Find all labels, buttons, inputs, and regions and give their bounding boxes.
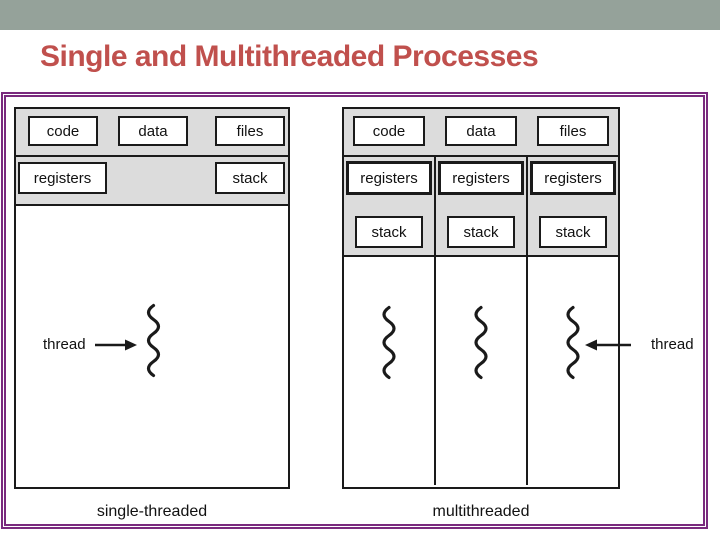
single-threaded-caption: single-threaded xyxy=(96,503,208,520)
thread-column-1: registers stack xyxy=(344,157,434,485)
thread-squiggle-icon xyxy=(566,305,580,380)
data-box: data xyxy=(445,116,517,146)
registers-box: registers xyxy=(346,161,432,195)
thread-squiggle-icon xyxy=(474,305,488,380)
left-arrow-icon xyxy=(585,339,631,351)
stack-box: stack xyxy=(447,216,515,248)
single-threaded-process-diagram: code data files registers stack xyxy=(14,107,290,489)
stack-box: stack xyxy=(539,216,607,248)
shared-resources-band: code data files xyxy=(16,109,288,157)
multithreaded-caption: multithreaded xyxy=(432,503,530,520)
thread-state-band: registers stack xyxy=(344,157,434,257)
stack-box: stack xyxy=(355,216,423,248)
thread-state-band: registers stack xyxy=(528,157,618,257)
files-box: files xyxy=(537,116,609,146)
top-bar xyxy=(0,0,720,30)
shared-resources-band: code data files xyxy=(344,109,618,157)
code-box: code xyxy=(353,116,425,146)
thread-state-band: registers stack xyxy=(436,157,526,257)
thread-squiggle-icon xyxy=(146,303,161,378)
data-box: data xyxy=(118,116,188,146)
thread-columns: registers stack registers stack regist xyxy=(344,157,618,485)
thread-column-3: registers stack xyxy=(526,157,618,485)
multithreaded-process-diagram: code data files registers stack register… xyxy=(342,107,620,489)
right-arrow-icon xyxy=(95,339,137,351)
thread-squiggle-icon xyxy=(382,305,396,380)
thread-label: thread xyxy=(43,336,86,353)
thread-label: thread xyxy=(651,336,694,353)
code-box: code xyxy=(28,116,98,146)
thread-state-band: registers stack xyxy=(16,157,288,206)
registers-box: registers xyxy=(438,161,524,195)
files-box: files xyxy=(215,116,285,146)
stack-box: stack xyxy=(215,162,285,194)
registers-box: registers xyxy=(530,161,616,195)
page-title: Single and Multithreaded Processes xyxy=(40,40,539,73)
thread-column-2: registers stack xyxy=(434,157,526,485)
registers-box: registers xyxy=(18,162,107,194)
